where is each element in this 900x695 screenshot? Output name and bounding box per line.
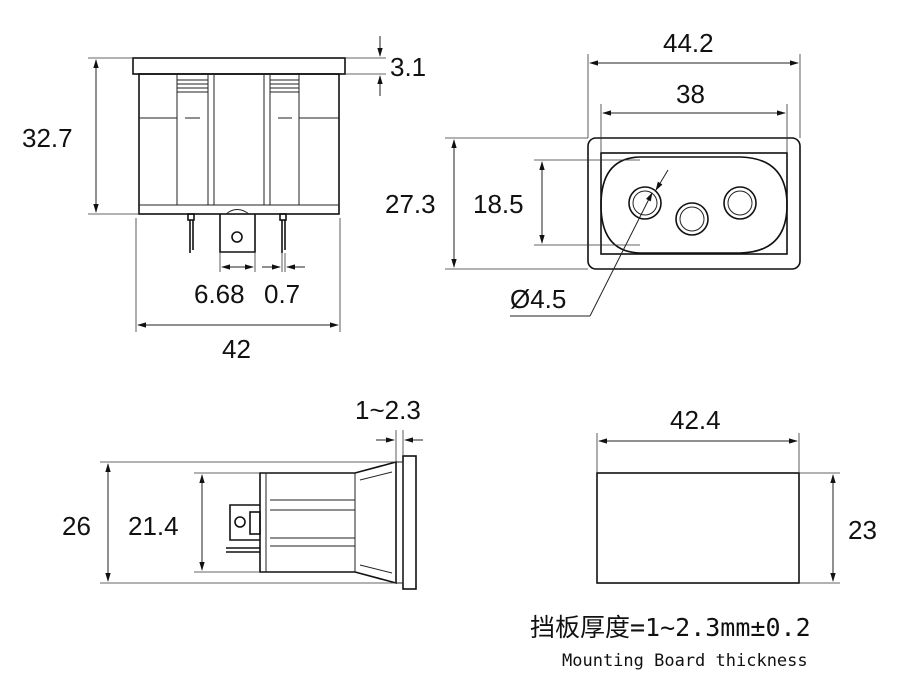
profile-body <box>259 460 397 585</box>
pin-left <box>628 186 662 220</box>
dim-cutout-width: 42.4 <box>670 405 721 435</box>
dim-body-inner-height: 21.4 <box>128 511 179 541</box>
dim-board-range: 1~2.3 <box>355 395 421 425</box>
face-plate <box>587 137 801 270</box>
side-view: 32.7 3.1 6.68 0.7 42 <box>22 36 426 364</box>
dim-face-width: 44.2 <box>663 28 714 58</box>
dim-pin-diameter: Ø4.5 <box>510 284 566 314</box>
dim-overall-width: 42 <box>222 334 251 364</box>
pin-right <box>723 186 757 220</box>
terminal-hole <box>231 231 243 243</box>
dim-flange-thickness: 3.1 <box>390 52 426 82</box>
dim-side-height: 32.7 <box>22 123 73 153</box>
front-view: 44.2 38 27.3 18.5 Ø4.5 <box>385 28 801 317</box>
terminals <box>187 209 287 253</box>
cutout-rect <box>596 472 800 584</box>
cutout-view: 42.4 23 <box>596 405 877 584</box>
body-outline <box>138 73 340 215</box>
profile-view: 26 21.4 1~2.3 <box>62 395 423 590</box>
profile-terminal <box>229 504 260 541</box>
dim-cutout-height: 23 <box>848 515 877 545</box>
ribs <box>177 79 299 93</box>
dim-terminal-width: 6.68 <box>194 279 245 309</box>
dim-terminal-thickness: 0.7 <box>264 279 300 309</box>
note-board-thickness-cn: 挡板厚度=1~2.3mm±0.2 <box>530 613 811 642</box>
dim-pin-span: 18.5 <box>473 189 524 219</box>
dim-face-inner-width: 38 <box>676 79 705 109</box>
profile-flange <box>402 455 417 590</box>
flange <box>132 57 346 75</box>
note-board-thickness-en: Mounting Board thickness <box>562 651 808 671</box>
dim-face-height: 27.3 <box>385 189 436 219</box>
dim-body-height: 26 <box>62 511 91 541</box>
pin-middle <box>675 202 709 236</box>
socket-outline <box>600 156 788 254</box>
